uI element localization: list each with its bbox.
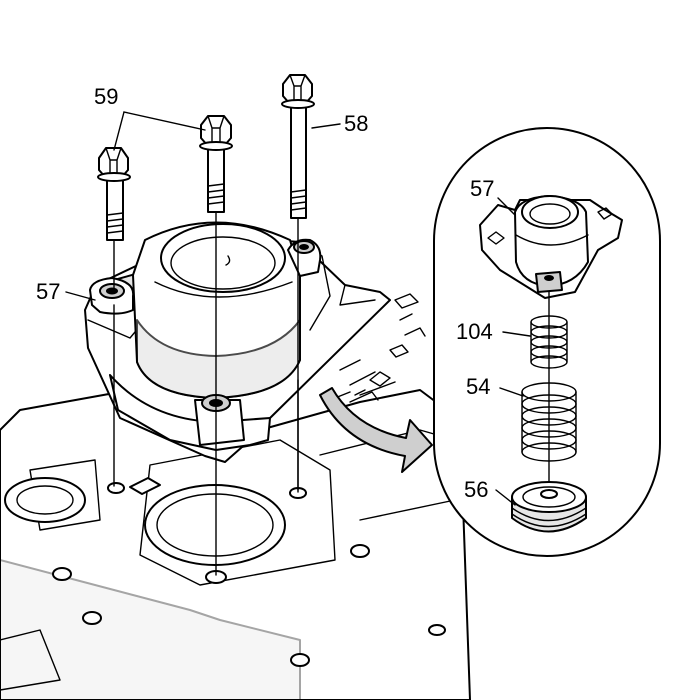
callout-58: 58 [344,111,368,136]
inset-outer-spring [521,382,577,462]
callout-57-inset: 57 [470,176,494,201]
callout-56: 56 [464,477,488,502]
bolt-left [97,147,131,291]
accumulator-cover [84,221,391,463]
callout-57-main: 57 [36,279,60,304]
valve-body [0,293,471,700]
bolt-center [199,115,233,576]
callout-59: 59 [94,84,118,109]
callout-leaders [65,111,531,506]
inset-piston [511,481,587,533]
inset-accumulator-cover [479,195,623,299]
curved-arrow-icon [319,387,433,473]
callout-54: 54 [466,374,490,399]
callout-104: 104 [456,319,493,344]
